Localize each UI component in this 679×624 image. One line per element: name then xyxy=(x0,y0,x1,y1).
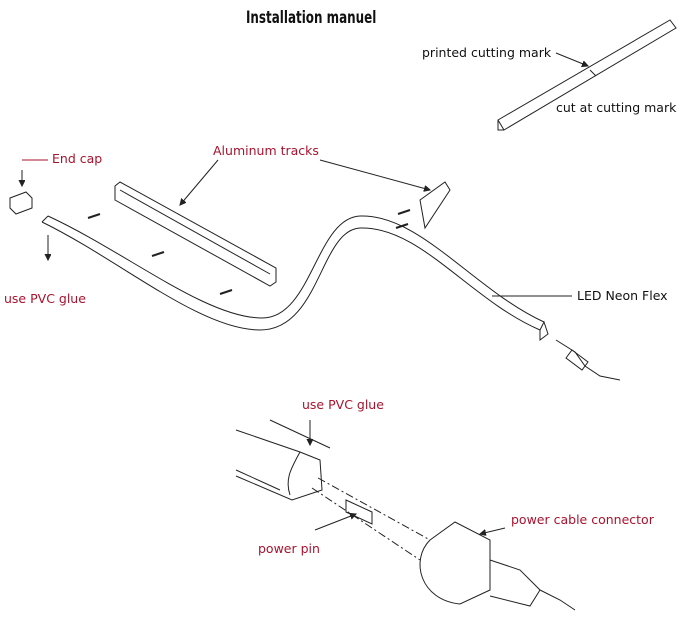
page-title: Installation manuel xyxy=(246,8,377,28)
label-use-pvc-glue-connector: use PVC glue xyxy=(302,397,384,412)
connector-detail-illustration xyxy=(235,419,576,611)
end-cap-illustration xyxy=(9,159,48,215)
label-printed-cutting-mark: printed cutting mark xyxy=(422,45,552,60)
screws xyxy=(87,209,411,295)
label-power-pin: power pin xyxy=(258,541,320,556)
label-end-cap: End cap xyxy=(52,151,103,166)
label-cut-at-cutting-mark: cut at cutting mark xyxy=(556,100,677,115)
label-use-pvc-glue-end: use PVC glue xyxy=(4,291,86,306)
led-neon-flex-illustration xyxy=(41,215,621,381)
label-aluminum-tracks: Aluminum tracks xyxy=(213,143,319,158)
label-power-cable-connector: power cable connector xyxy=(511,512,654,527)
label-led-neon-flex: LED Neon Flex xyxy=(577,288,668,303)
aluminum-track-illustration xyxy=(114,159,451,287)
cut-profile-illustration xyxy=(497,19,677,131)
